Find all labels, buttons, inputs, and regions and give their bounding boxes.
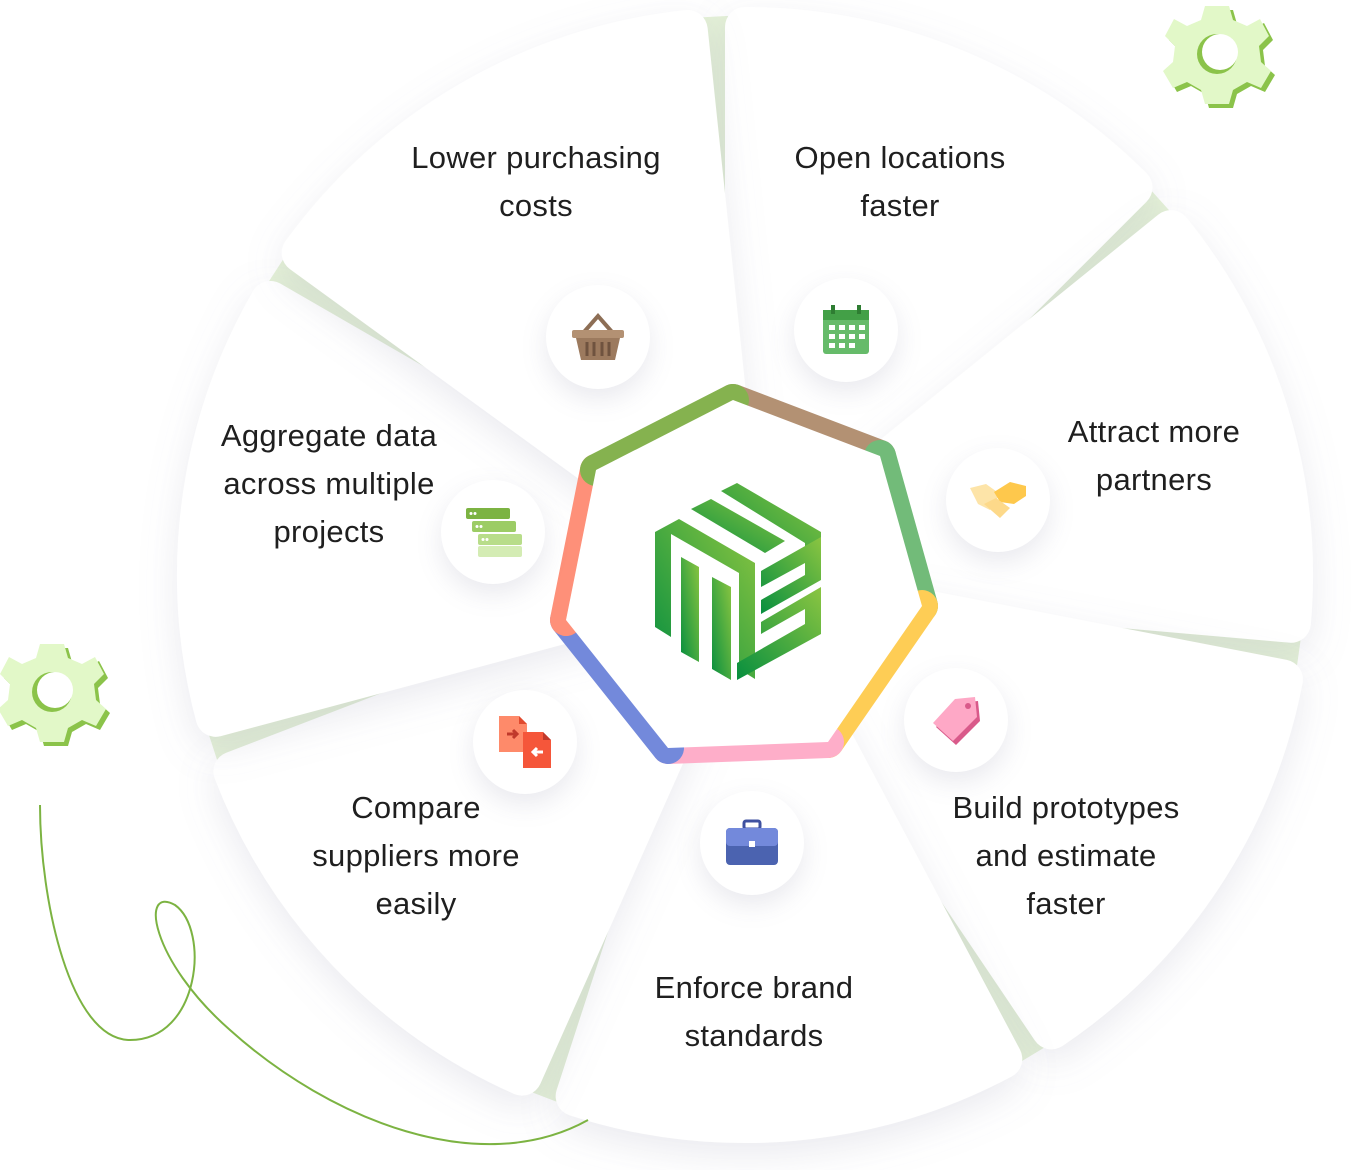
benefit-label: Build prototypes and estimate faster xyxy=(952,790,1180,921)
handshake-icon xyxy=(946,448,1050,552)
petal-6 xyxy=(177,281,636,737)
decorative-curve xyxy=(39,804,589,1146)
gear-icon xyxy=(1163,6,1275,108)
petal-4 xyxy=(555,687,1023,1143)
calendar-icon xyxy=(794,278,898,382)
servers-icon xyxy=(441,480,545,584)
gear-icon xyxy=(0,644,110,746)
tag-icon xyxy=(904,668,1008,772)
briefcase-icon xyxy=(700,791,804,895)
benefit-label: Aggregate data across multiple projects xyxy=(220,418,438,549)
benefit-label: Attract more partners xyxy=(1067,414,1241,497)
benefit-label: Enforce brand standards xyxy=(654,970,854,1053)
benefit-label: Lower purchasing costs xyxy=(411,140,661,223)
benefit-label: Open locations faster xyxy=(794,140,1006,223)
documents-icon xyxy=(473,690,577,794)
green-cube-logo xyxy=(655,483,821,680)
benefit-label: Compare suppliers more easily xyxy=(312,790,520,921)
basket-icon xyxy=(546,285,650,389)
